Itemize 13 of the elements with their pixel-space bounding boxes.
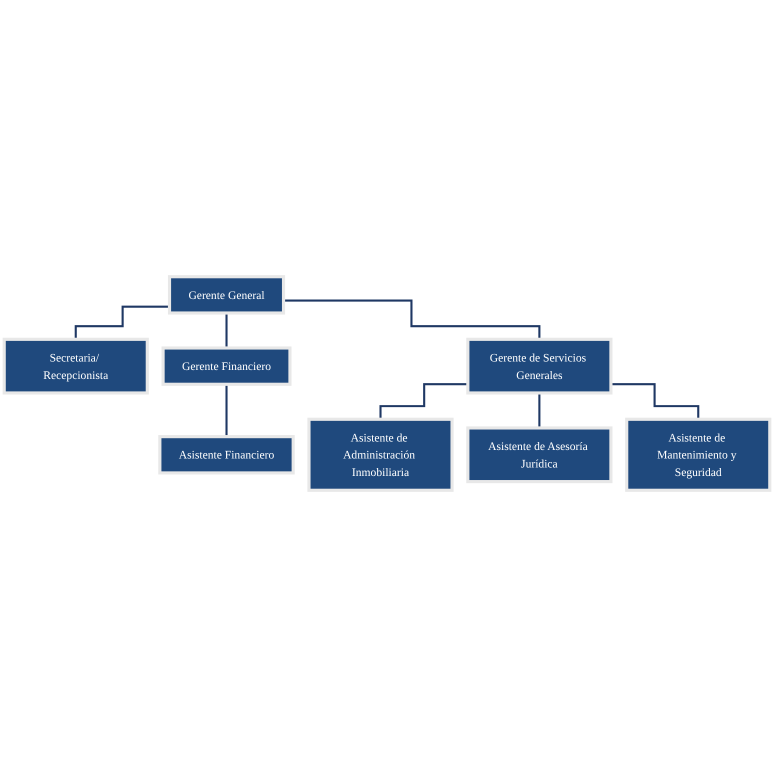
node-box: Asistente de Asesoría Jurídica (466, 426, 612, 484)
node-box: Gerente General (168, 275, 286, 315)
node-box: Asistente de Administración Inmobiliaria (307, 418, 454, 492)
node-box: Gerente Financiero (162, 346, 292, 386)
connector (379, 383, 468, 420)
node-box: Secretaria/ Recepcionista (2, 338, 149, 395)
connector (610, 383, 700, 420)
connector (538, 392, 540, 429)
connector (74, 306, 170, 340)
node-box: Asistente Financiero (158, 435, 295, 474)
node-box: Gerente de Servicios Generales (466, 338, 612, 395)
node-box: Asistente de Mantenimiento y Seguridad (625, 418, 772, 492)
connector (225, 383, 228, 438)
